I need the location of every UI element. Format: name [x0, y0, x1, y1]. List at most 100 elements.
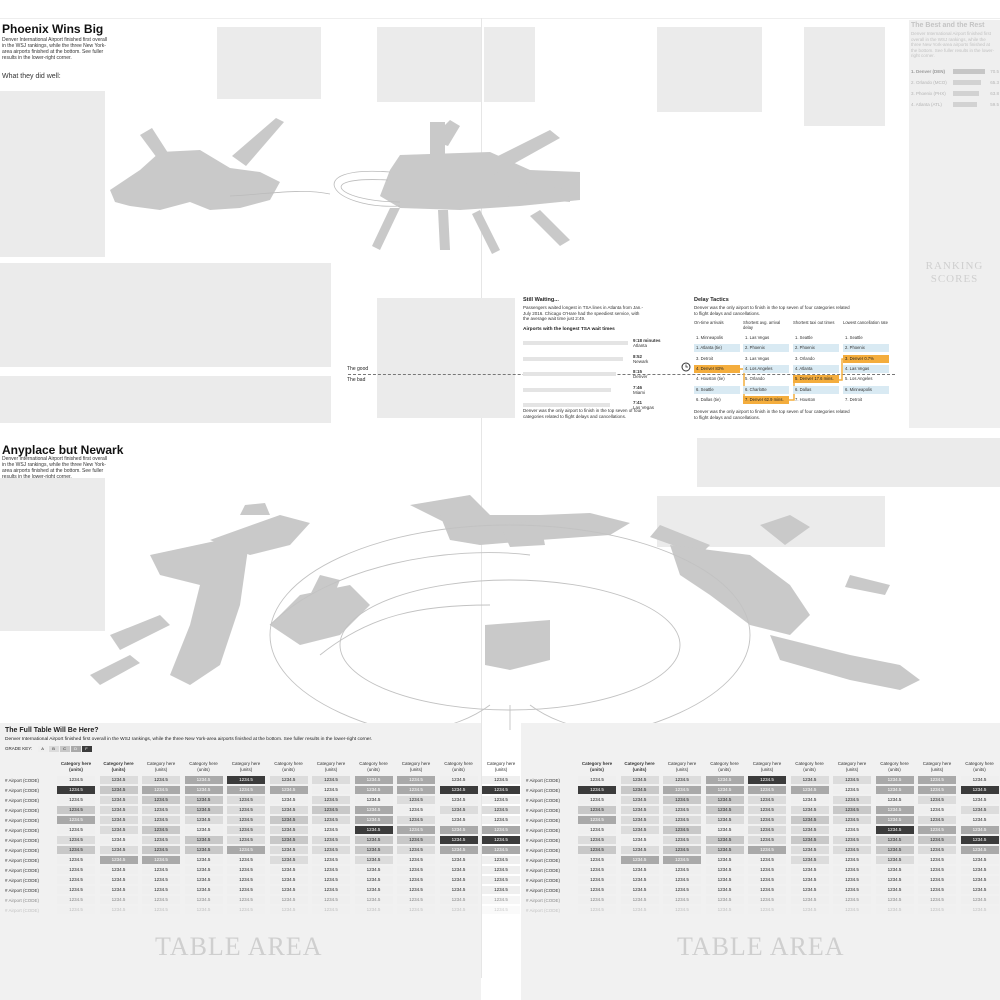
table-cell: 1234.5 [875, 846, 914, 854]
wait-value: 7:46 [633, 384, 643, 390]
table-row-label: # Airport (CODE) [526, 857, 561, 863]
table-cell: 1234.5 [439, 846, 478, 854]
table-cell: 1234.5 [439, 896, 478, 904]
delay-cell: 5. Los Angeles [845, 376, 873, 382]
column-header: Category here(units) [620, 761, 660, 772]
table-cell: 1234.5 [57, 886, 95, 894]
grade-b: B [48, 746, 59, 752]
table-cell: 1234.5 [918, 836, 956, 844]
table-cell: 1234.5 [227, 876, 265, 884]
phoenix-airport-map [110, 118, 580, 254]
column-header-units: (units) [154, 766, 168, 772]
table-cell: 1234.5 [312, 796, 350, 804]
table-cell: 1234.5 [354, 806, 393, 814]
table-cell: 1234.5 [269, 846, 308, 854]
table-cell: 1234.5 [269, 866, 308, 874]
table-cell: 1234.5 [748, 906, 786, 914]
table-cell: 1234.5 [184, 826, 223, 834]
ranking-row-value: 63.8 [990, 91, 999, 96]
wait-bar [523, 372, 616, 376]
table-cell: 1234.5 [790, 836, 829, 844]
table-cell: 1234.5 [354, 876, 393, 884]
column-header-units: (units) [888, 766, 901, 772]
table-cell: 1234.5 [663, 856, 701, 864]
table-cell: 1234.5 [99, 816, 138, 824]
column-header: Category here(units) [577, 761, 617, 772]
table-cell: 1234.5 [269, 906, 308, 914]
table-cell: 1234.5 [227, 806, 265, 814]
table-cell: 1234.5 [184, 896, 223, 904]
table-cell: 1234.5 [354, 836, 393, 844]
table-cell: 1234.5 [918, 826, 956, 834]
table-cell: 1234.5 [918, 786, 956, 794]
wait-airport: Las Vegas [633, 405, 655, 410]
table-cell: 1234.5 [397, 806, 435, 814]
table-cell: 1234.5 [790, 866, 829, 874]
table-cell: 1234.5 [99, 876, 138, 884]
column-header-units: (units) [324, 766, 338, 772]
table-row-label: # Airport (CODE) [526, 897, 561, 903]
table-cell: 1234.5 [312, 896, 350, 904]
column-header-name: Category here [710, 761, 739, 766]
delay-column-header: On-time arrivals [694, 320, 724, 325]
column-header-name: Category here [444, 761, 473, 766]
table-cell: 1234.5 [790, 886, 829, 894]
table-cell: 1234.5 [748, 876, 786, 884]
table-cell: 1234.5 [312, 806, 350, 814]
table-row-label: # Airport (CODE) [5, 777, 40, 783]
table-row-label: # Airport (CODE) [526, 827, 561, 833]
image-placeholder [0, 263, 331, 367]
ranking-bar [953, 91, 979, 96]
table-cell: 1234.5 [269, 816, 308, 824]
table-cell: 1234.5 [227, 826, 265, 834]
table-cell: 1234.5 [354, 866, 393, 874]
table-cell: 1234.5 [99, 896, 138, 904]
column-header-name: Category here [146, 761, 176, 766]
ranking-row-label: 3. Phoenix (PHX) [911, 91, 946, 96]
table-cell: 1234.5 [833, 776, 871, 784]
column-header-units: (units) [590, 766, 604, 772]
table-cell: 1234.5 [354, 826, 393, 834]
table-cell: 1234.5 [790, 856, 829, 864]
table-cell: 1234.5 [875, 876, 914, 884]
table-cell: 1234.5 [397, 906, 435, 914]
table-cell: 1234.5 [960, 776, 999, 784]
column-header: Category here(units) [662, 761, 702, 772]
table-cell: 1234.5 [663, 896, 701, 904]
table-row-label: # Airport (CODE) [5, 887, 40, 893]
table-cell: 1234.5 [57, 816, 95, 824]
ranking-bar [953, 102, 977, 107]
table-cell: 1234.5 [482, 816, 520, 824]
column-header-name: Category here [922, 761, 952, 766]
table-cell: 1234.5 [99, 776, 138, 784]
delay-cell: 6. Dallas [793, 385, 839, 394]
table-cell: 1234.5 [833, 786, 871, 794]
table-cell: 1234.5 [663, 836, 701, 844]
column-header: Category here(units) [747, 761, 787, 772]
table-cell: 1234.5 [705, 886, 744, 894]
delay-cell: 7. Denver 62.9 mins. [743, 395, 789, 404]
table-cell: 1234.5 [918, 906, 956, 914]
table-cell: 1234.5 [833, 876, 871, 884]
table-row-label: # Airport (CODE) [5, 797, 40, 803]
column-header: Category here(units) [705, 761, 745, 772]
wait-bar [523, 403, 610, 407]
table-cell: 1234.5 [790, 906, 829, 914]
ranking-bar [953, 80, 981, 85]
table-cell: 1234.5 [875, 816, 914, 824]
table-cell: 1234.5 [354, 856, 393, 864]
grade-a: A [37, 746, 48, 752]
table-cell: 1234.5 [312, 906, 350, 914]
table-cell: 1234.5 [790, 786, 829, 794]
column-header-name: Category here [274, 761, 303, 766]
table-cell: 1234.5 [663, 806, 701, 814]
table-row-label: # Airport (CODE) [526, 837, 561, 843]
table-deck: Denver International Airport finished fi… [5, 737, 373, 742]
good-bad-divider [348, 374, 895, 375]
table-cell: 1234.5 [705, 846, 744, 854]
table-cell: 1234.5 [833, 816, 871, 824]
table-cell: 1234.5 [875, 796, 914, 804]
table-cell: 1234.5 [142, 816, 180, 824]
